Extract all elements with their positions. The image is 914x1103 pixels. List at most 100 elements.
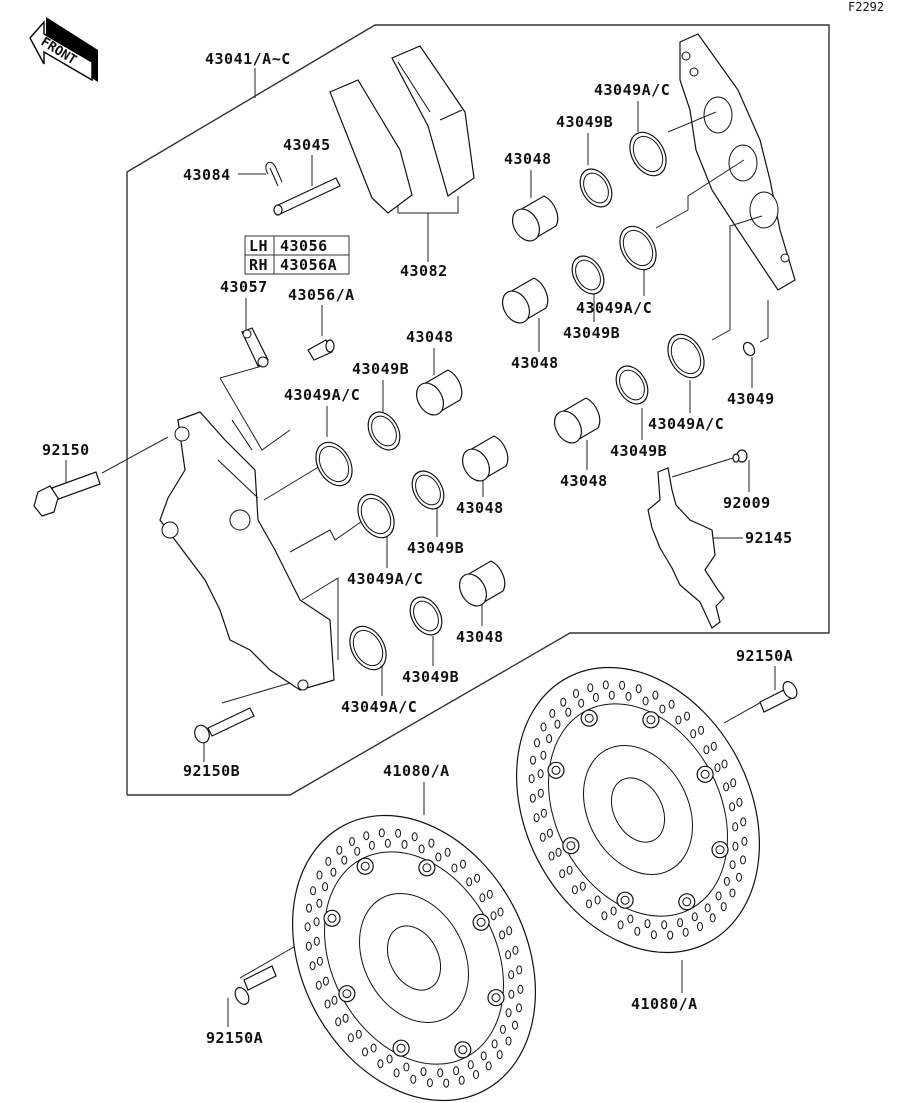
svg-text:43049B: 43049B: [402, 668, 459, 686]
table-side-rh: RH: [249, 256, 268, 274]
disc-vent-hole: [601, 911, 608, 921]
disc-vent-hole: [548, 851, 555, 861]
disc-vent-hole: [378, 828, 385, 838]
label-seal-b-3: 43049B: [610, 408, 667, 460]
disc-vent-hole: [420, 1067, 427, 1077]
label-seal-b-6: 43049B: [402, 636, 459, 686]
disc-vent-hole: [697, 922, 703, 931]
bracket-part: [647, 467, 725, 629]
label-bolt-bracket: 92009: [671, 457, 771, 512]
svg-text:43049A/C: 43049A/C: [576, 299, 652, 317]
disc-hub: [359, 893, 469, 1023]
disc-vent-hole: [331, 995, 338, 1005]
svg-text:43041/A~C: 43041/A~C: [205, 50, 291, 68]
disc-vent-hole: [437, 1068, 444, 1078]
disc-vent-hole: [736, 872, 742, 882]
disc-vent-hole: [322, 976, 329, 986]
disc-vent-hole: [480, 1051, 487, 1061]
disc-vent-hole: [403, 1062, 410, 1072]
disc-vent-hole: [505, 950, 512, 960]
disc-vent-hole: [384, 838, 391, 848]
disc-vent-hole: [410, 1074, 417, 1084]
figure-id: F2292: [848, 0, 884, 14]
disc-button: [642, 711, 660, 729]
disc-vent-hole: [730, 778, 737, 788]
disc-vent-hole: [322, 882, 329, 892]
label-seal-b-4: 43049B: [352, 360, 409, 412]
disc-vent-hole: [411, 832, 418, 842]
disc-vent-hole: [559, 869, 566, 879]
disc-vent-hole: [349, 837, 355, 846]
disc-center-hole: [386, 925, 442, 991]
disc-vent-hole: [313, 936, 320, 946]
disc-button: [696, 765, 714, 783]
disc-vent-hole: [619, 680, 626, 690]
disc-outer-rim: [515, 666, 761, 954]
disc-vent-hole: [362, 1047, 368, 1057]
disc-button: [418, 859, 436, 877]
disc-vent-hole: [715, 891, 722, 901]
disc-vent-hole: [512, 945, 519, 955]
disc-vent-hole: [330, 867, 337, 877]
disc-button: [547, 761, 565, 779]
disc-vent-hole: [661, 920, 668, 930]
svg-text:43049B: 43049B: [352, 360, 409, 378]
disc-vent-hole: [741, 836, 748, 846]
disc-vent-hole: [479, 893, 486, 903]
disc-vent-hole: [602, 680, 609, 690]
disc-vent-hole: [539, 832, 546, 842]
disc-vent-hole: [729, 802, 736, 812]
svg-text:41080/A: 41080/A: [631, 995, 698, 1013]
label-seal-ac-5: 43049A/C: [347, 535, 423, 588]
disc-vent-hole: [549, 708, 556, 718]
caliper-left-half: [159, 411, 335, 691]
disc-vent-hole: [304, 922, 311, 932]
disc-button: [356, 857, 374, 875]
disc-vent-hole: [354, 846, 361, 856]
svg-text:43084: 43084: [183, 166, 231, 184]
brake-pads-part: [329, 45, 475, 214]
disc-vent-hole: [497, 907, 504, 917]
disc-outer-rim: [291, 814, 537, 1102]
disc-vent-hole: [368, 840, 375, 850]
label-disc-bolt-right: 92150A: [723, 647, 793, 724]
svg-text:43049B: 43049B: [563, 324, 620, 342]
table-side-lh: LH: [249, 237, 268, 255]
table-part-lh: 43056: [280, 237, 328, 255]
svg-text:92150B: 92150B: [183, 762, 240, 780]
svg-text:92150A: 92150A: [206, 1029, 263, 1047]
disc-vent-hole: [642, 696, 649, 706]
disc-vent-hole: [721, 759, 728, 769]
disc-vent-hole: [566, 865, 573, 875]
svg-text:43049A/C: 43049A/C: [594, 81, 670, 99]
seal-ring-part: [315, 441, 353, 487]
disc-vent-hole: [316, 870, 323, 880]
disc-vent-hole: [625, 691, 632, 701]
svg-text:43049A/C: 43049A/C: [284, 386, 360, 404]
disc-vent-hole: [335, 1017, 342, 1027]
svg-text:43045: 43045: [283, 136, 331, 154]
disc-vent-hole: [474, 873, 481, 883]
disc-vent-hole: [499, 1024, 506, 1034]
disc-vent-hole: [650, 930, 657, 940]
disc-vent-hole: [533, 813, 540, 823]
label-piston-1: 43048: [504, 150, 551, 198]
disc-button: [472, 913, 490, 931]
svg-text:92009: 92009: [723, 494, 771, 512]
disc-vent-hole: [732, 841, 739, 851]
disc-vent-hole: [453, 1066, 460, 1076]
disc-vent-hole: [490, 911, 497, 921]
disc-vent-hole: [608, 690, 615, 700]
piston-part: [461, 435, 509, 482]
piston-part: [501, 277, 549, 324]
svg-text:92145: 92145: [745, 529, 793, 547]
bleeder-cap-part: [241, 327, 269, 368]
disc-vent-hole: [418, 844, 425, 854]
label-bracket: 92145: [712, 529, 793, 547]
label-piston-2: 43048: [511, 318, 558, 372]
disc-vent-hole: [652, 690, 659, 700]
disc-vent-hole: [499, 930, 506, 940]
seal-ring-part: [615, 365, 649, 405]
svg-text:43056/A: 43056/A: [288, 286, 355, 304]
pistons-group: [415, 195, 601, 607]
